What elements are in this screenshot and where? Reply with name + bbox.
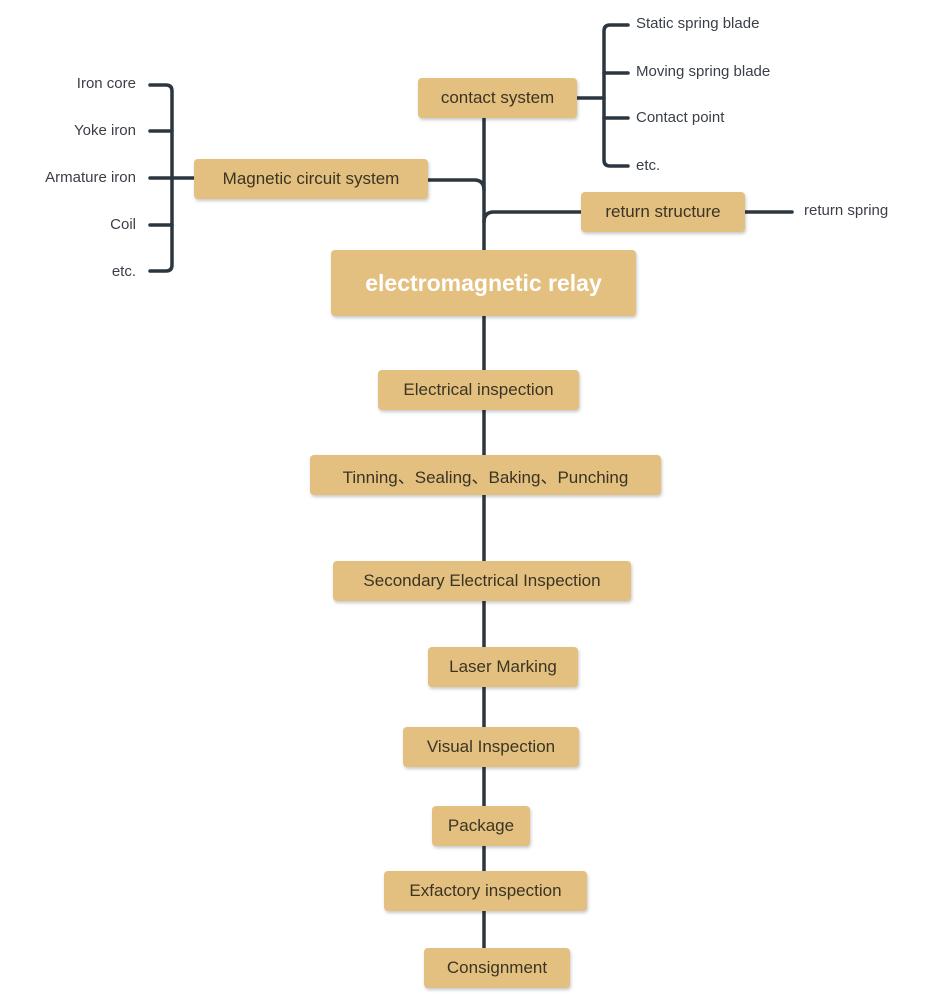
leaf-contact-etc[interactable]: etc.: [636, 157, 661, 174]
leaf-static-spring-blade[interactable]: Static spring blade: [636, 15, 760, 32]
root-node[interactable]: electromagnetic relay: [331, 250, 636, 316]
step-label: Consignment: [446, 958, 548, 977]
leaf-moving-spring-blade[interactable]: Moving spring blade: [636, 63, 771, 80]
step-tinning-sealing-baking-punching[interactable]: Tinning、Sealing、Baking、Punching: [310, 455, 661, 495]
leaf-iron-core[interactable]: Iron core: [76, 75, 136, 92]
leaf-yoke-iron[interactable]: Yoke iron: [74, 122, 136, 139]
return-structure-connector: [482, 210, 583, 224]
step-laser-marking[interactable]: Laser Marking: [428, 647, 578, 687]
leaf-coil[interactable]: Coil: [110, 216, 136, 233]
branch-return-structure[interactable]: return structure: [581, 192, 745, 232]
step-electrical-inspection[interactable]: Electrical inspection: [378, 370, 579, 410]
step-label: Visual Inspection: [426, 737, 556, 756]
return-structure-label: return structure: [605, 202, 721, 221]
magnetic-circuit-label: Magnetic circuit system: [222, 169, 400, 188]
leaf-magnetic-etc[interactable]: etc.: [111, 263, 136, 280]
step-label: Exfactory inspection: [409, 881, 562, 900]
root-label: electromagnetic relay: [365, 269, 602, 296]
magnetic-circuit-connector: [426, 178, 486, 192]
branch-contact-system[interactable]: contact system: [418, 78, 577, 118]
step-label: Package: [447, 816, 515, 835]
step-consignment[interactable]: Consignment: [424, 948, 570, 988]
step-label: Laser Marking: [449, 657, 557, 676]
contact-system-bracket: [602, 23, 630, 168]
leaf-return-spring[interactable]: return spring: [804, 202, 889, 219]
step-label: Electrical inspection: [403, 380, 554, 399]
branch-magnetic-circuit-system[interactable]: Magnetic circuit system: [194, 159, 428, 199]
step-label: Tinning、Sealing、Baking、Punching: [342, 467, 629, 487]
leaf-contact-point[interactable]: Contact point: [636, 109, 725, 126]
step-exfactory-inspection[interactable]: Exfactory inspection: [384, 871, 587, 911]
step-secondary-electrical-inspection[interactable]: Secondary Electrical Inspection: [333, 561, 631, 601]
step-package[interactable]: Package: [432, 806, 530, 846]
contact-system-label: contact system: [440, 88, 555, 107]
leaf-armature-iron[interactable]: Armature iron: [45, 169, 136, 186]
step-label: Secondary Electrical Inspection: [363, 571, 601, 590]
step-visual-inspection[interactable]: Visual Inspection: [403, 727, 579, 767]
